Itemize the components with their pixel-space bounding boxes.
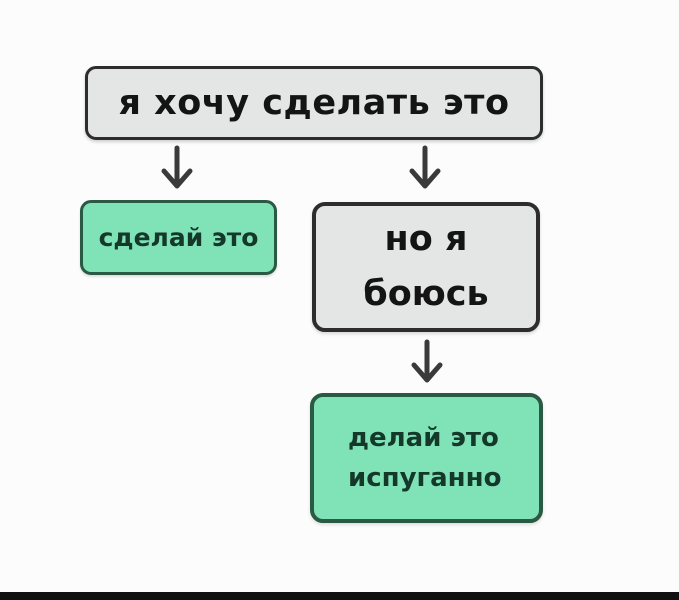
node-label-line2: боюсь [363, 274, 489, 314]
node-but-i-am-afraid: но я боюсь [312, 202, 540, 332]
node-do-it: сделай это [80, 200, 277, 275]
node-i-want-to-do-this: я хочу сделать это [85, 66, 543, 140]
arrow-down-icon [159, 145, 195, 191]
node-label-line2: испуганно [348, 463, 502, 493]
bottom-black-bar [0, 592, 679, 600]
node-do-it-scared: делай это испуганно [310, 393, 543, 523]
arrow-down-icon [409, 339, 445, 385]
node-label: сделай это [98, 223, 259, 252]
node-label: я хочу сделать это [118, 83, 510, 123]
node-label-line1: делай это [348, 422, 499, 453]
arrow-down-icon [407, 145, 443, 191]
node-label-line1: но я [384, 218, 468, 259]
